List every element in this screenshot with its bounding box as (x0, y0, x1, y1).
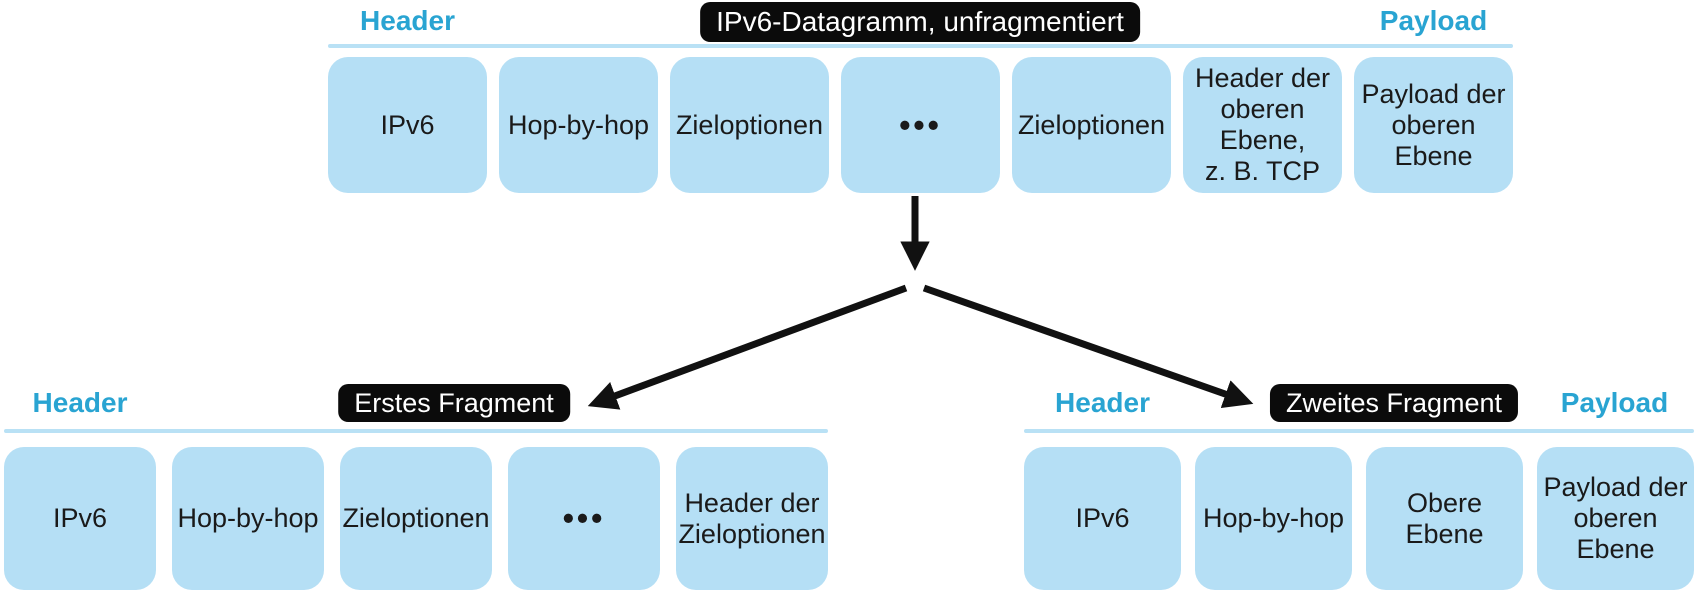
first-fragment-badge: Erstes Fragment (338, 384, 570, 422)
protocol-box-ipv6: IPv6 (328, 57, 487, 193)
top-datagram-badge: IPv6-Datagramm, unfragmentiert (700, 2, 1140, 42)
top-datagram-row: IPv6 Hop-by-hop Zieloptionen ••• Zielopt… (328, 57, 1513, 193)
protocol-box-ipv6: IPv6 (1024, 447, 1181, 590)
fragment1-divider (4, 429, 828, 433)
protocol-box-hop-by-hop: Hop-by-hop (1195, 447, 1352, 590)
top-payload-label: Payload (1379, 5, 1488, 36)
arrow-to-first-fragment (587, 284, 908, 410)
first-fragment-row: IPv6 Hop-by-hop Zieloptionen ••• Header … (4, 447, 828, 590)
second-fragment-row: IPv6 Hop-by-hop Obere Ebene Payload der … (1024, 447, 1694, 590)
ellipsis-box: ••• (508, 447, 660, 590)
protocol-box-upper-layer-payload: Payload der oberen Ebene (1537, 447, 1694, 590)
protocol-box-zieloptionen: Zieloptionen (340, 447, 492, 590)
ellipsis-box: ••• (841, 57, 1000, 193)
protocol-box-upper-layer-header: Header der oberen Ebene, z. B. TCP (1183, 57, 1342, 193)
fragment2-payload-label: Payload (1560, 387, 1669, 418)
fragment2-header-label: Header (1055, 387, 1150, 418)
protocol-box-hop-by-hop: Hop-by-hop (172, 447, 324, 590)
protocol-box-zieloptionen-header: Header der Zieloptionen (676, 447, 828, 590)
second-fragment-badge: Zweites Fragment (1269, 384, 1519, 422)
protocol-box-zieloptionen: Zieloptionen (670, 57, 829, 193)
protocol-box-upper-layer-payload: Payload der oberen Ebene (1354, 57, 1513, 193)
top-header-label: Header (360, 5, 455, 36)
fragment2-divider (1024, 429, 1694, 433)
protocol-box-hop-by-hop: Hop-by-hop (499, 57, 658, 193)
protocol-box-zieloptionen-2: Zieloptionen (1012, 57, 1171, 193)
protocol-box-ipv6: IPv6 (4, 447, 156, 590)
protocol-box-upper-layer: Obere Ebene (1366, 447, 1523, 590)
top-divider (328, 44, 1513, 48)
arrow-to-second-fragment (922, 284, 1254, 409)
fragment1-header-label: Header (32, 387, 128, 418)
